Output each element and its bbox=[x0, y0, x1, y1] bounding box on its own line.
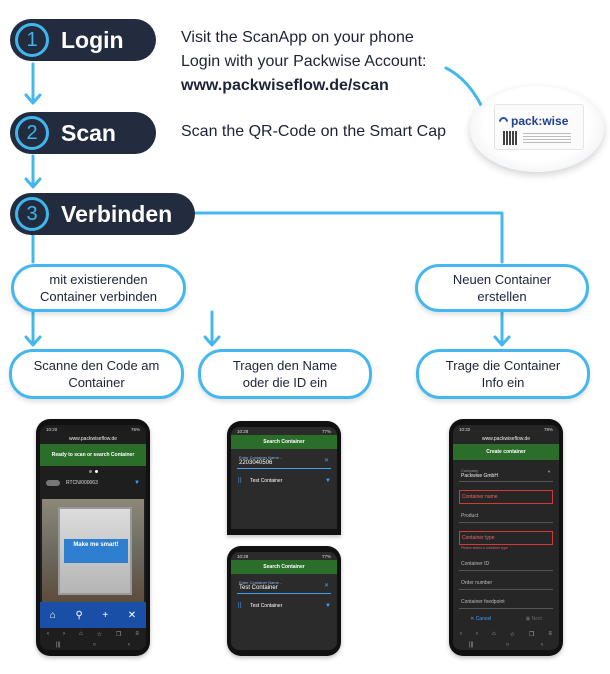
qr-code-icon bbox=[503, 131, 517, 145]
search-result[interactable]: ⠿ Test Container ▼ bbox=[237, 478, 331, 485]
grid-icon: ⠿ bbox=[237, 603, 243, 610]
device-brand: pack:wise bbox=[511, 114, 569, 128]
menu-icon[interactable]: ≡ bbox=[548, 631, 552, 637]
chevron-down-icon: ▼ bbox=[325, 478, 331, 484]
step-label: Scan bbox=[61, 119, 116, 146]
search-field[interactable]: Enter Container Name... Test Container ✕ bbox=[237, 578, 331, 594]
browser-nav: ‹ › ⌂ ☆ ❐ ≡ bbox=[40, 628, 146, 640]
login-url[interactable]: www.packwiseflow.de/scan bbox=[181, 77, 389, 94]
next-button[interactable]: ▣ Next bbox=[525, 616, 542, 622]
bubble-scan-code: Scanne den Code am Container bbox=[9, 349, 184, 399]
clear-icon[interactable]: ✕ bbox=[323, 583, 329, 589]
clear-icon[interactable]: ✕ bbox=[323, 458, 329, 464]
label-lines bbox=[523, 133, 571, 143]
login-instruction: Visit the ScanApp on your phone Login wi… bbox=[181, 26, 426, 98]
app-toolbar: ⌂ ⚲ + ✕ bbox=[40, 602, 146, 628]
tabs-icon[interactable]: ❐ bbox=[529, 631, 535, 638]
step-verbinden: 3 Verbinden bbox=[10, 193, 195, 235]
home-icon[interactable]: ⌂ bbox=[49, 609, 56, 621]
search-field[interactable]: Enter Container Name... 2203040506 ✕ bbox=[237, 453, 331, 469]
form-actions: ✕ Cancel ▣ Next bbox=[453, 612, 559, 626]
search-icon[interactable]: ⚲ bbox=[75, 609, 83, 621]
bubble-container-info: Trage die Container Info ein bbox=[416, 349, 590, 399]
search-title: Search Container bbox=[231, 435, 337, 449]
container-image: Make me smart! bbox=[58, 507, 132, 595]
browser-url[interactable]: www.packwiseflow.de bbox=[68, 435, 118, 442]
search-result[interactable]: ⠿ Test Container ▼ bbox=[237, 603, 331, 610]
home-icon[interactable]: ⌂ bbox=[492, 631, 496, 637]
back-icon[interactable]: ‹ bbox=[460, 631, 462, 637]
create-title: Create container bbox=[453, 444, 559, 460]
browser-nav: ‹ › ⌂ ☆ ❐ ≡ bbox=[453, 628, 559, 640]
step-label: Verbinden bbox=[61, 200, 173, 227]
order-number-field[interactable]: Order number bbox=[459, 577, 553, 590]
star-icon[interactable]: ☆ bbox=[96, 631, 103, 638]
company-field[interactable]: Company Packwise GmbH ▼ bbox=[459, 466, 553, 482]
step-number: 3 bbox=[15, 197, 49, 231]
cancel-button[interactable]: ✕ Cancel bbox=[470, 616, 492, 622]
step-number: 1 bbox=[15, 23, 49, 57]
device-id: RTCN/000063 bbox=[66, 480, 98, 486]
menu-icon[interactable]: ≡ bbox=[135, 631, 139, 637]
bubble-enter-name: Tragen den Name oder die ID ein bbox=[198, 349, 372, 399]
camera-view: Make me smart! bbox=[42, 499, 144, 605]
device-label: pack:wise bbox=[494, 104, 584, 150]
bubble-new-container: Neuen Container erstellen bbox=[415, 264, 589, 312]
home-icon[interactable]: ⌂ bbox=[79, 631, 83, 637]
forward-icon[interactable]: › bbox=[476, 631, 478, 637]
smart-cap-device: pack:wise bbox=[470, 86, 604, 172]
add-icon[interactable]: + bbox=[102, 609, 109, 621]
chevron-down-icon: ▼ bbox=[325, 603, 331, 609]
page-dots bbox=[40, 466, 146, 476]
device-row[interactable]: RTCN/000063 ▼ bbox=[40, 476, 146, 490]
star-icon[interactable]: ☆ bbox=[509, 631, 516, 638]
scan-instruction: Scan the QR-Code on the Smart Cap bbox=[181, 123, 447, 140]
bubble-existing-container: mit existierenden Container verbinden bbox=[11, 264, 186, 312]
container-type-error: Please select a container type bbox=[461, 546, 508, 550]
step-number: 2 bbox=[15, 116, 49, 150]
product-field[interactable]: Product bbox=[459, 510, 553, 523]
step-login: 1 Login bbox=[10, 19, 156, 61]
container-id-field[interactable]: Container ID bbox=[459, 558, 553, 571]
system-nav: |||○‹ bbox=[468, 642, 544, 648]
back-icon[interactable]: ‹ bbox=[47, 631, 49, 637]
wifi-icon bbox=[497, 115, 510, 128]
device-icon bbox=[46, 480, 60, 486]
browser-url[interactable]: www.packwiseflow.de bbox=[481, 435, 531, 442]
container-type-field[interactable]: Container type bbox=[459, 531, 553, 545]
scan-banner: Ready to scan or search Container bbox=[40, 444, 146, 466]
grid-icon: ⠿ bbox=[237, 478, 243, 485]
search-title: Search Container bbox=[231, 560, 337, 574]
chevron-down-icon: ▼ bbox=[547, 469, 551, 474]
forward-icon[interactable]: › bbox=[63, 631, 65, 637]
feedpoint-field[interactable]: Container feedpoint bbox=[459, 596, 553, 609]
container-name-field[interactable]: Container name bbox=[459, 490, 553, 504]
container-sticker: Make me smart! bbox=[64, 539, 128, 563]
step-label: Login bbox=[61, 26, 124, 53]
step-scan: 2 Scan bbox=[10, 112, 156, 154]
close-icon[interactable]: ✕ bbox=[127, 609, 137, 621]
chevron-down-icon: ▼ bbox=[134, 480, 140, 486]
system-nav: |||○‹ bbox=[55, 642, 131, 648]
tabs-icon[interactable]: ❐ bbox=[116, 631, 122, 638]
